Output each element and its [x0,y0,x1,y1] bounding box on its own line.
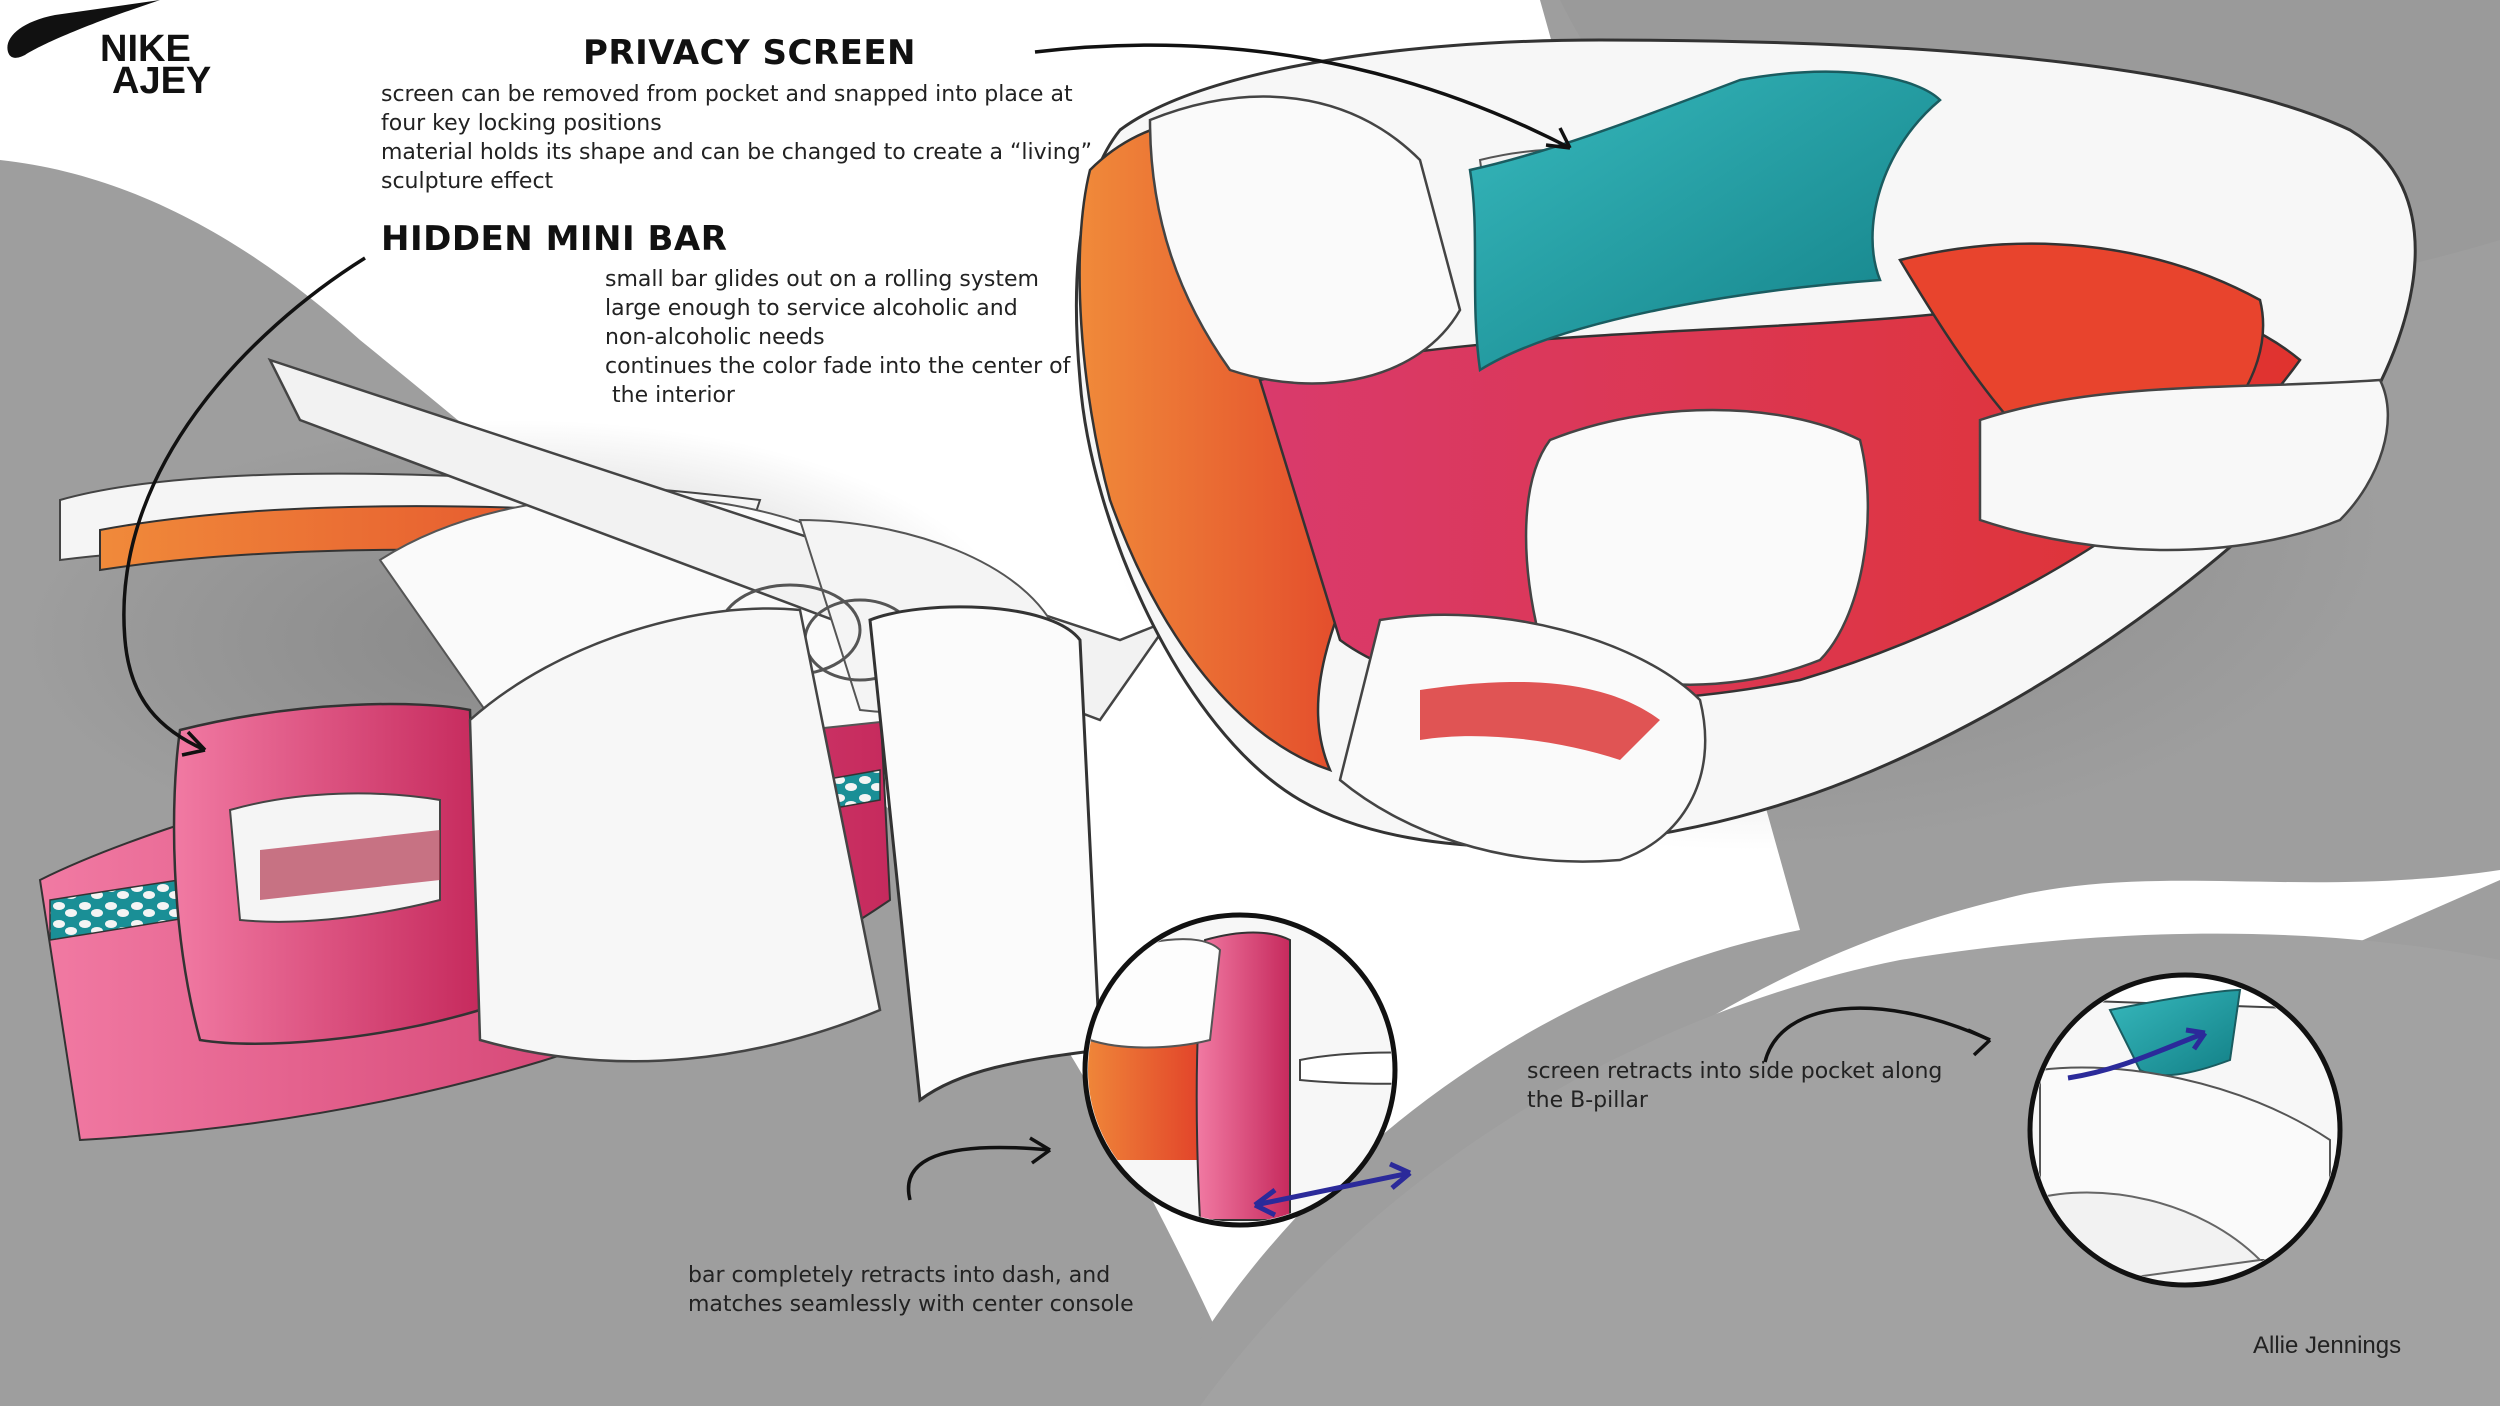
mini-bar-title: HIDDEN MINI BAR [381,219,728,259]
artist-signature: Allie Jennings [2253,1332,2402,1359]
screen-callout-arrow-icon [1763,1006,1991,1063]
mini-bar-line-1: small bar glides out on a rolling system [605,267,1039,292]
screen-retract-line-1: screen retracts into side pocket along [1527,1059,1943,1084]
mini-bar-line-4: continues the color fade into the center… [605,354,1071,379]
privacy-screen-line-1: screen can be removed from pocket and sn… [381,82,1073,107]
minibar-leader-arrow-icon [122,256,366,752]
double-arrow-icon [1254,1170,1411,1208]
brand-subname: AJEY [112,60,212,102]
bar-retract-line-1: bar completely retracts into dash, and [688,1263,1111,1288]
privacy-screen-line-4: sculpture effect [381,169,554,194]
mini-bar-line-2: large enough to service alcoholic and [605,296,1018,321]
left-car-interior-sketch [20,357,1174,1142]
detail-circle-screen-retract [2027,972,2343,1288]
privacy-screen-line-2: four key locking positions [381,111,662,136]
brand-name: NIKE [100,28,191,70]
mini-bar-line-5: the interior [605,383,735,408]
bar-callout-arrow-icon [906,1145,1051,1201]
detail-circle-bar-retract [1082,912,1412,1228]
right-car-interior-sketch [1074,38,2417,863]
screen-retract-line-2: the B-pillar [1527,1088,1648,1113]
mini-bar-line-3: non-alcoholic needs [605,325,825,350]
privacy-screen-title: PRIVACY SCREEN [583,33,917,73]
bar-retract-line-2: matches seamlessly with center console [688,1292,1134,1317]
swoosh-icon [7,0,160,58]
privacy-screen-line-3: material holds its shape and can be chan… [381,140,1093,165]
privacy-leader-arrow-icon [1034,43,1571,150]
curved-arrow-icon [2067,1030,2206,1081]
